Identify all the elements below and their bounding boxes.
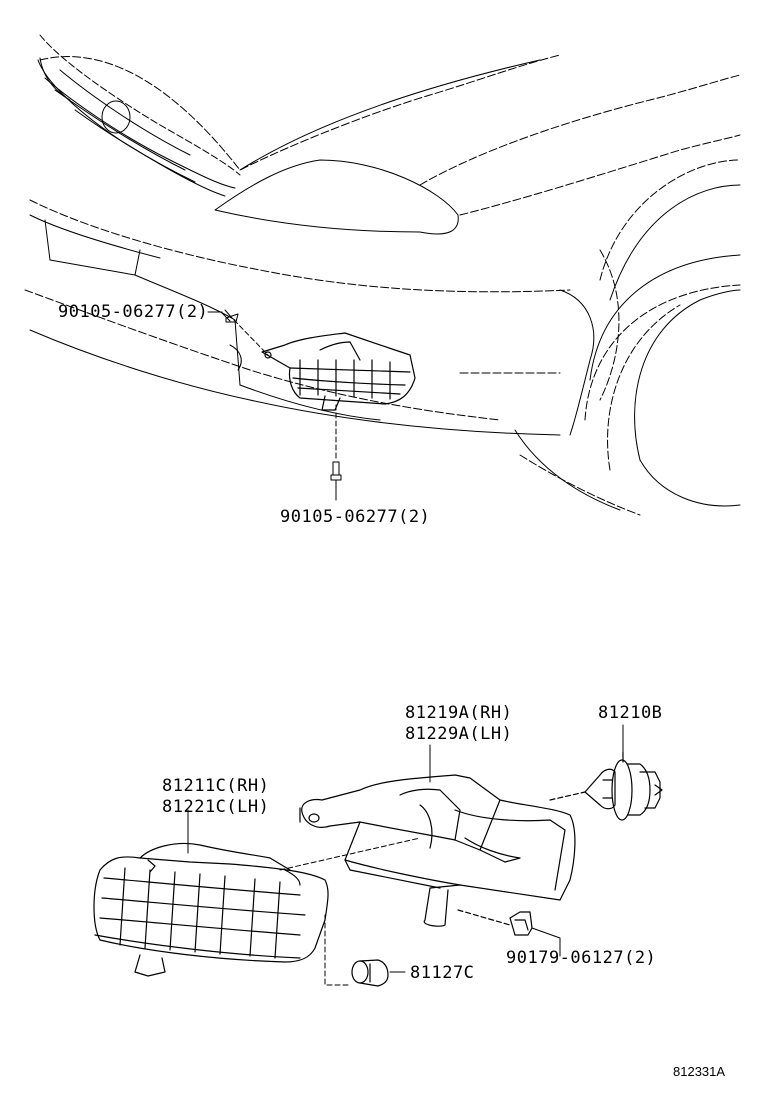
installed-turn-lamp <box>261 332 416 411</box>
bolt-upper-label: 90105-06277(2) <box>58 302 209 322</box>
leader-lines <box>187 724 624 973</box>
reflector-lh-label: 81229A(LH) <box>405 724 513 744</box>
bolt-upper-drawing <box>207 309 269 356</box>
reflector-housing-drawing <box>299 774 576 927</box>
vehicle-front-outline <box>24 34 741 516</box>
clip-label: 90179-06127(2) <box>506 948 657 968</box>
diagram-code: 812331A <box>673 1064 726 1079</box>
bolt-lower-label: 90105-06277(2) <box>280 507 431 527</box>
lens-rh-label: 81211C(RH) <box>162 776 270 796</box>
bolt-lower-drawing <box>330 404 342 501</box>
headlamp-bulb-drawing <box>549 751 663 821</box>
clip-drawing <box>457 909 533 936</box>
lens-assembly-drawing <box>93 842 329 977</box>
assembly-guide-lines <box>279 837 421 986</box>
reflector-rh-label: 81219A(RH) <box>405 703 513 723</box>
headlamp-bulb-label: 81210B <box>598 703 663 723</box>
lens-lh-label: 81221C(LH) <box>162 797 270 817</box>
socket-bulb-label: 81127C <box>410 963 475 983</box>
socket-bulb-drawing <box>351 959 389 987</box>
